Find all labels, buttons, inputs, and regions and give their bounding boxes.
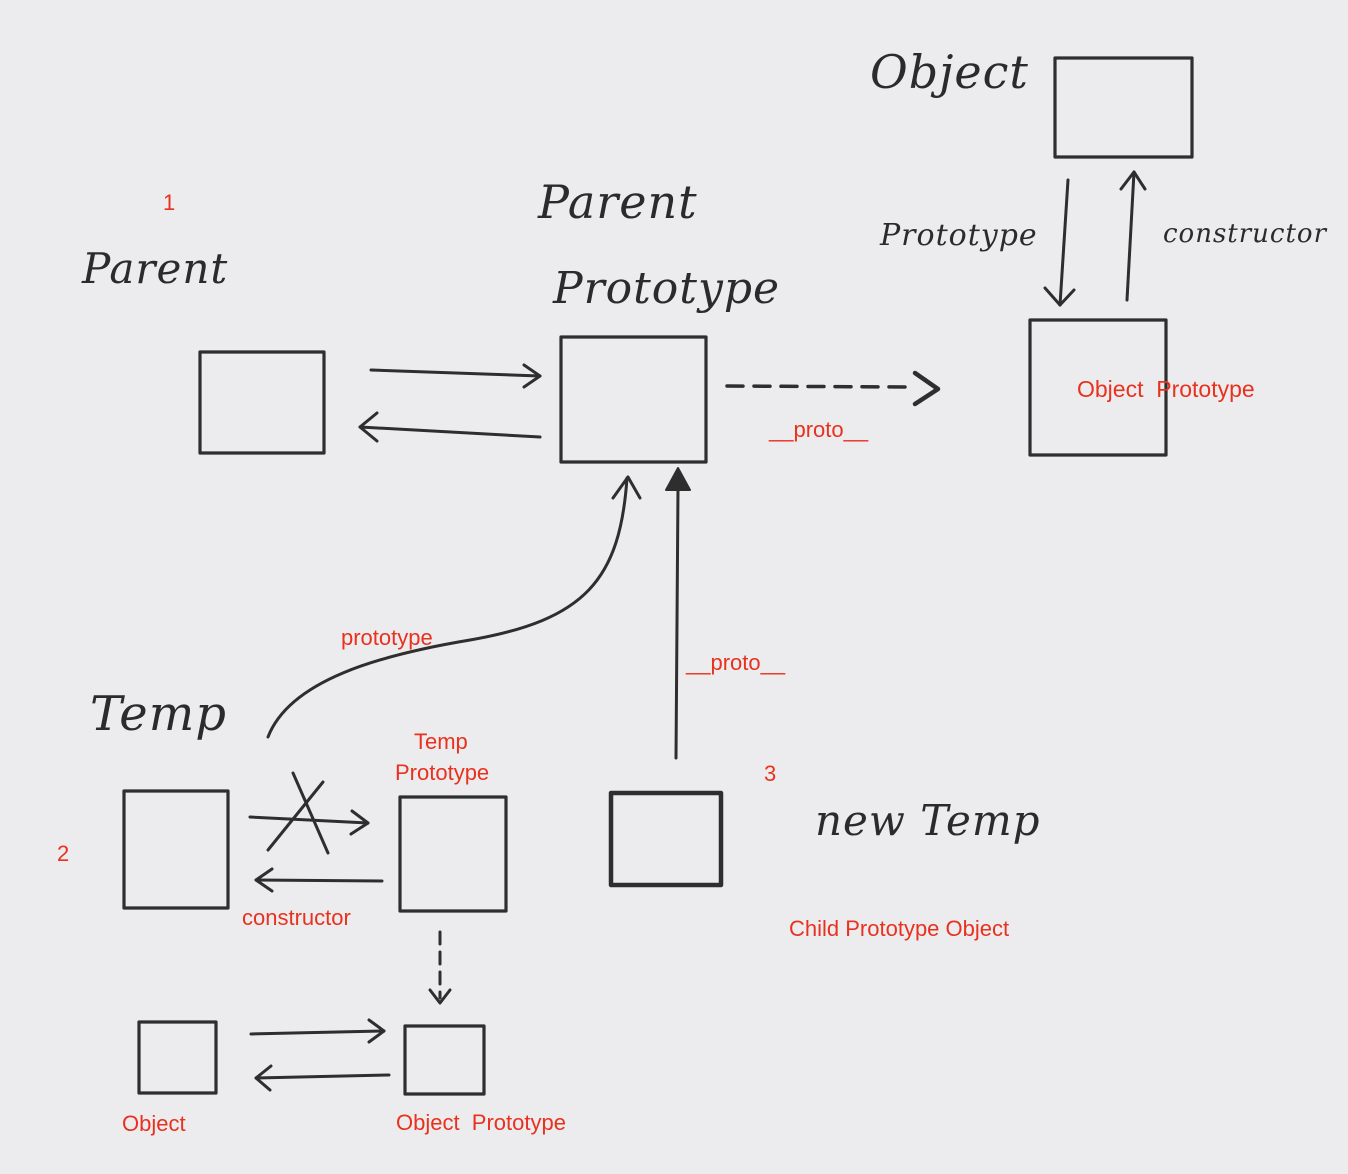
proto-dashed-label: __proto__ [768, 417, 869, 442]
prototype-to-parent-arrow [358, 411, 542, 443]
proto-vertical-arrow [665, 467, 691, 760]
object-small-box [137, 1020, 218, 1095]
parent-prototype-title-line1: Parent [537, 175, 698, 229]
object-constructor-box [1053, 56, 1194, 159]
proto-dashed-arrow [725, 370, 941, 407]
constructor-back-arrow [254, 867, 384, 893]
prototype-curve-arrow [266, 475, 642, 739]
temp-handwritten-label: Temp [90, 686, 227, 742]
step-2-label: 2 [57, 841, 69, 866]
step-1-label: 1 [163, 190, 175, 215]
temp-box [122, 789, 230, 910]
parent-prototype-title-line2: Prototype [552, 263, 780, 314]
new-temp-handwritten-label: new Temp [815, 796, 1041, 845]
prototype-to-object-arrow [254, 1064, 391, 1092]
temp-prototype-label-line1: Temp [414, 729, 468, 754]
object-to-prototype-arrow [249, 1018, 386, 1044]
object-prototype-small-box [403, 1024, 486, 1096]
proto-vertical-label: __proto__ [685, 650, 786, 675]
child-prototype-object-label: Child Prototype Object [789, 916, 1009, 941]
constructor-bottom-label: constructor [242, 905, 351, 930]
object-prototype-box [1028, 318, 1168, 457]
temp-prototype-box [398, 795, 508, 913]
temp-prototype-label-line2: Prototype [395, 760, 489, 785]
constructor-up-arrow [1119, 170, 1147, 302]
new-temp-box [608, 790, 724, 888]
object-prototype-right-label: Object Prototype [1077, 376, 1255, 402]
parent-handwritten-label: Parent [81, 244, 228, 293]
constructor-side-label: constructor [1163, 219, 1328, 249]
step-3-label: 3 [764, 761, 776, 786]
temp-proto-dashed-arrow [428, 930, 452, 1005]
parent-to-prototype-arrow [369, 363, 542, 389]
object-prototype-bottom-label: Object Prototype [396, 1110, 566, 1135]
prototype-side-label: Prototype [879, 218, 1038, 253]
object-handwritten-label: Object [870, 45, 1029, 99]
prototype-curve-label: prototype [341, 625, 433, 650]
object-bottom-label: Object [122, 1111, 186, 1136]
crossed-out-arrow [248, 771, 370, 855]
prototype-down-arrow [1043, 178, 1076, 307]
parent-prototype-box [559, 335, 708, 464]
parent-box [198, 350, 326, 455]
